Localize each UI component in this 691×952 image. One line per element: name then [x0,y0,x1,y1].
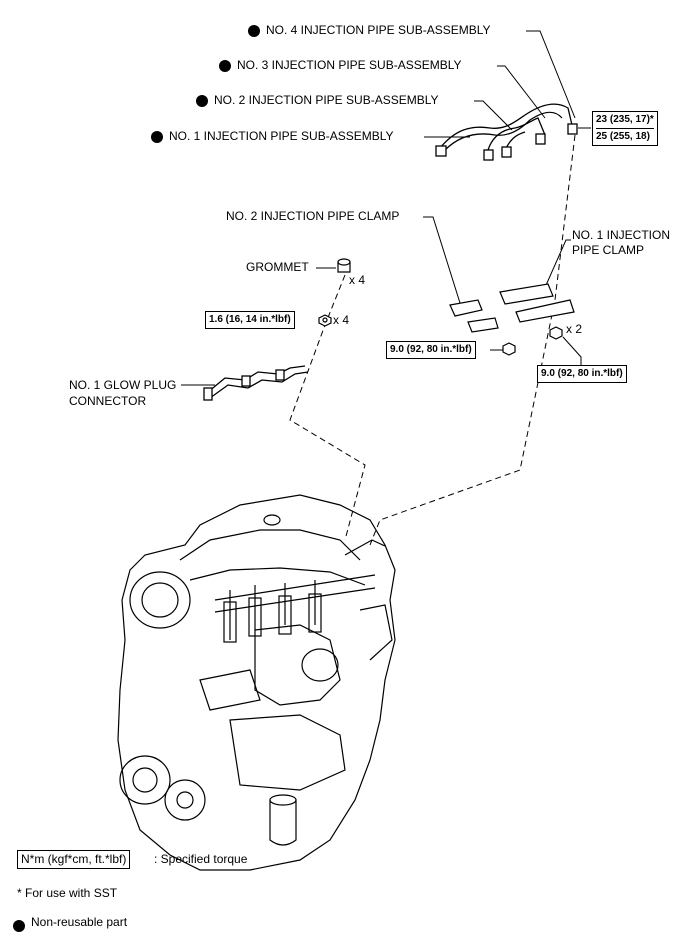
legend-sst-note: * For use with SST [17,886,118,900]
non-reusable-dot-pipe1 [151,131,163,143]
label-clamp-2: NO. 2 INJECTION PIPE CLAMP [226,209,400,223]
label-glow-plug-line1: NO. 1 GLOW PLUG [69,378,177,392]
leader-bolt-right [562,336,582,365]
label-grommet: GROMMET [246,260,309,274]
torque-box-glow-nut: 1.6 (16, 14 in.*lbf) [205,311,295,329]
glow-nut-part [318,314,332,327]
leader-pipe2 [474,100,513,131]
label-pipe-1: NO. 1 INJECTION PIPE SUB-ASSEMBLY [169,129,394,143]
legend-non-reusable: Non-reusable part [31,915,128,929]
label-pipe-3: NO. 3 INJECTION PIPE SUB-ASSEMBLY [237,58,462,72]
non-reusable-dot-pipe2 [196,95,208,107]
leader-clamp1 [542,239,571,293]
torque-pipe-line1: 23 (235, 17)* [596,114,654,125]
injection-pipes [435,103,578,161]
label-clamp-1-line2: PIPE CLAMP [572,243,645,257]
torque-pipe-line2: 25 (255, 18) [596,128,654,143]
non-reusable-dot-pipe4 [248,25,260,37]
label-pipe-4: NO. 4 INJECTION PIPE SUB-ASSEMBLY [266,23,491,37]
label-glow-plug-line2: CONNECTOR [69,394,147,408]
legend-torque-desc: : Specified torque [154,852,248,866]
dashed-line-grommet [289,274,366,541]
qty-grommet: x 4 [349,273,366,287]
leader-pipe4 [526,30,576,119]
non-reusable-dot-pipe3 [219,60,231,72]
glow-plug-connector [203,365,309,401]
torque-box-pipe: 23 (235, 17)* 25 (255, 18) [592,111,658,146]
leader-pipe3 [497,65,546,119]
grommet-part [337,258,351,273]
pipe-clamp-1 [499,283,575,323]
label-clamp-1-line1: NO. 1 INJECTION [572,228,671,242]
clamp-bolt-left [502,342,516,356]
qty-clamp-bolt: x 2 [566,322,583,336]
clamp-bolt-right [549,326,563,340]
qty-glow-nut: x 4 [333,313,350,327]
legend-non-reusable-dot [13,920,25,932]
engine-block [117,494,396,871]
dashed-line-pipe [369,134,576,546]
leader-clamp2 [423,216,461,304]
torque-box-clamp-bolt-right: 9.0 (92, 80 in.*lbf) [537,365,627,383]
pipe-clamp-2 [449,299,499,333]
label-pipe-2: NO. 2 INJECTION PIPE SUB-ASSEMBLY [214,93,439,107]
legend-torque-box: N*m (kgf*cm, ft.*lbf) [17,850,131,869]
torque-box-clamp-bolt-left: 9.0 (92, 80 in.*lbf) [386,341,476,359]
